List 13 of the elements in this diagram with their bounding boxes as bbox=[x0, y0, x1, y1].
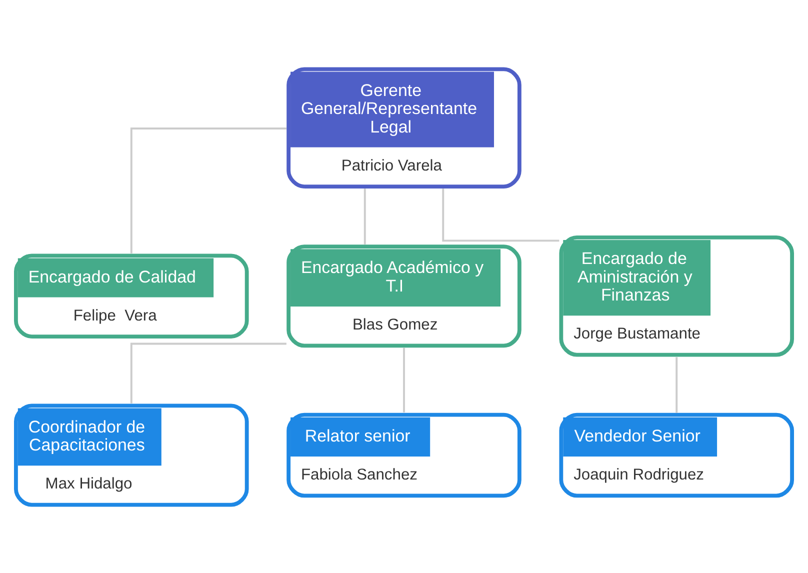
node-box: Gerente General/Representante Legal Patricio Varela bbox=[286, 66, 522, 188]
connector bbox=[442, 188, 560, 242]
node-box: Vendedor Senior Joaquin Rodriguez bbox=[559, 412, 794, 498]
connector bbox=[403, 347, 405, 412]
node-box: Encargado de Calidad Felipe Vera bbox=[14, 253, 249, 338]
connector bbox=[130, 127, 286, 253]
node-box: Relator senior Fabiola Sanchez bbox=[286, 412, 522, 498]
connector bbox=[676, 356, 678, 412]
node-box: Encargado de Aministración y Finanzas Jorge Bustamante bbox=[559, 234, 794, 356]
node-box: Coordinador de Capacitaciones Max Hidalgo bbox=[14, 403, 249, 506]
connector bbox=[364, 188, 366, 244]
node-box: Encargado Académico y T.I Blas Gomez bbox=[286, 244, 522, 348]
connector bbox=[130, 342, 286, 403]
